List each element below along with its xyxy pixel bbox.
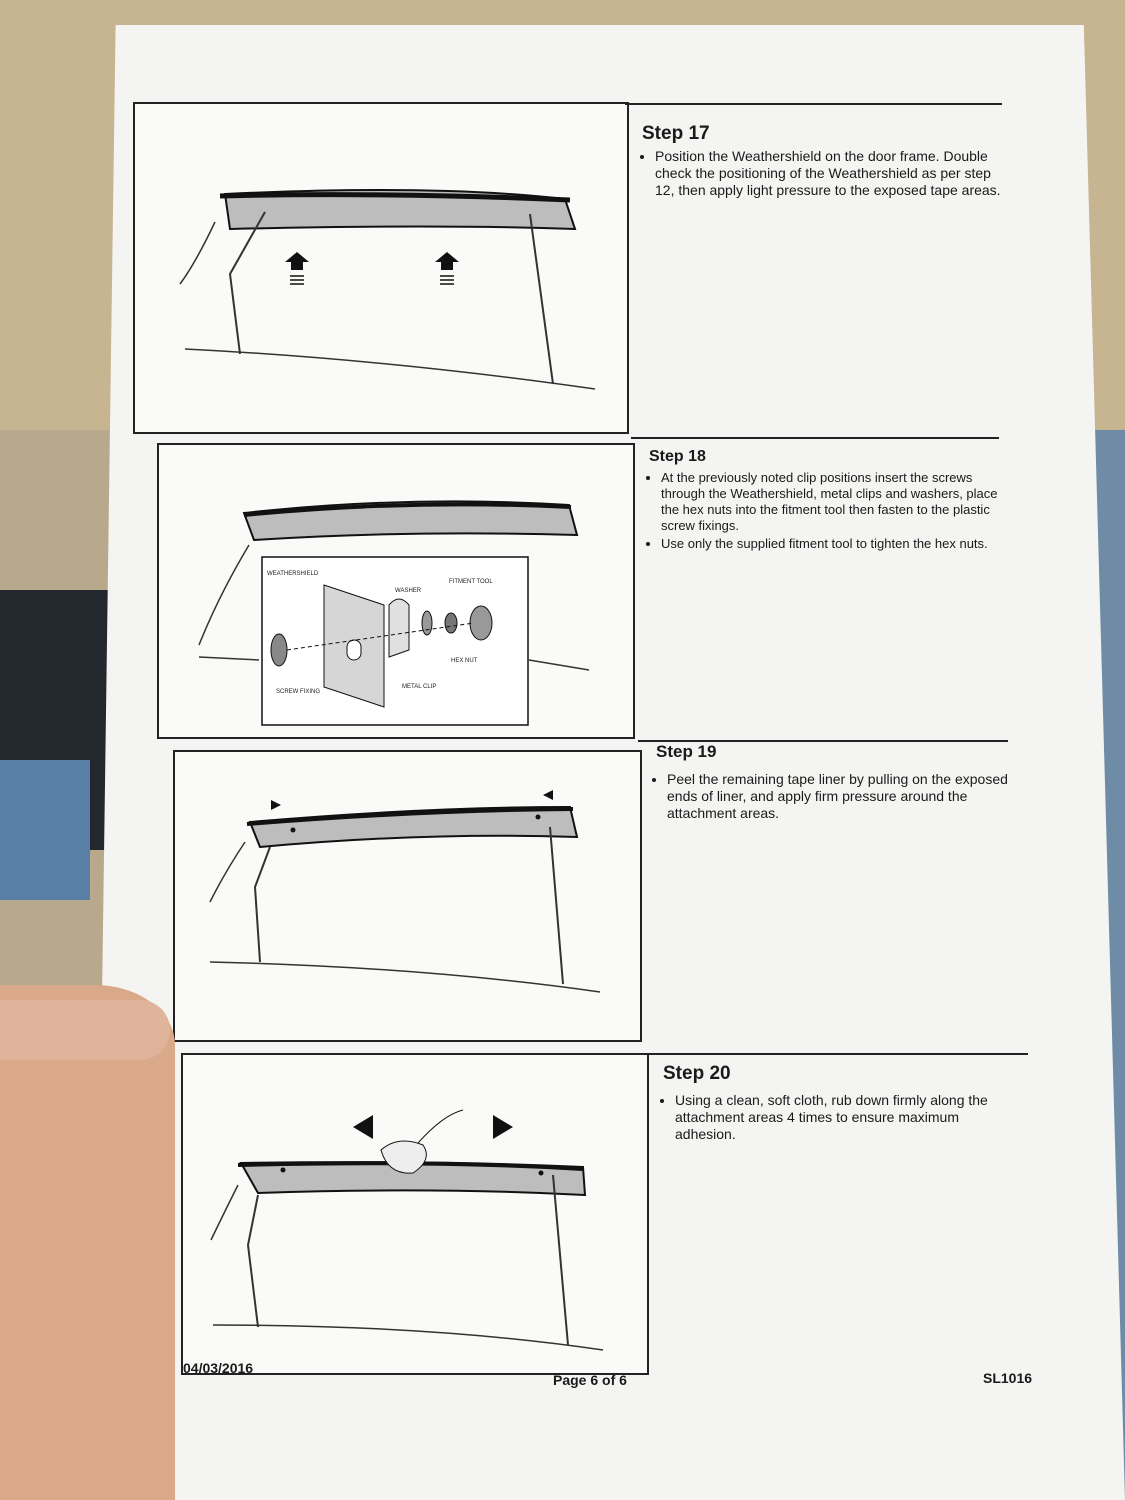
hand-holding-paper [0,985,175,1500]
label-metal-clip: METAL CLIP [402,684,436,690]
step-20-title: Step 20 [663,1063,731,1084]
step-17-title: Step 17 [642,123,710,144]
step-19-diagram [173,750,642,1042]
label-screw-fixing: SCREW FIXING [276,689,320,695]
background-cloth-left [0,760,90,900]
footer-page-number: Page 6 of 6 [553,1372,627,1388]
rub-down-illustration [210,1109,604,1351]
step-17-rule [625,103,1002,105]
step-17-diagram [133,102,629,434]
step-19-bullet: Peel the remaining tape liner by pulling… [667,771,1015,822]
step-20-diagram [181,1053,649,1375]
step-19-title: Step 19 [656,742,717,761]
step-20-bullet: Using a clean, soft cloth, rub down firm… [675,1092,1023,1143]
step-18-bullet-1: At the previously noted clip positions i… [661,470,1004,534]
label-washer: WASHER [395,588,422,594]
tape-liner-illustration [209,790,601,993]
step-18-text: At the previously noted clip positions i… [649,470,1004,554]
label-fitment-tool: FITMENT TOOL [449,579,493,585]
step-20-rule [645,1053,1028,1055]
step-19-text: Peel the remaining tape liner by pulling… [655,771,1015,824]
door-frame-illustration [179,189,596,390]
step-19-rule [638,740,1008,742]
step-20-text: Using a clean, soft cloth, rub down firm… [663,1092,1023,1145]
step-18-diagram: WEATHERSHIELD WASHER FITMENT TOOL HEX NU… [157,443,635,739]
label-weathershield: WEATHERSHIELD [267,571,319,577]
step-18-rule [631,437,999,439]
footer-document-code: SL1016 [983,1370,1033,1386]
footer-date: 04/03/2016 [183,1360,254,1376]
thumb [0,1000,170,1060]
label-hex-nut: HEX NUT [451,658,478,664]
step-18-bullet-2: Use only the supplied fitment tool to ti… [661,536,1004,552]
step-17-bullet: Position the Weathershield on the door f… [655,148,1003,199]
fitment-illustration: WEATHERSHIELD WASHER FITMENT TOOL HEX NU… [198,500,590,726]
step-17-text: Position the Weathershield on the door f… [643,148,1003,201]
step-18-title: Step 18 [649,448,706,465]
